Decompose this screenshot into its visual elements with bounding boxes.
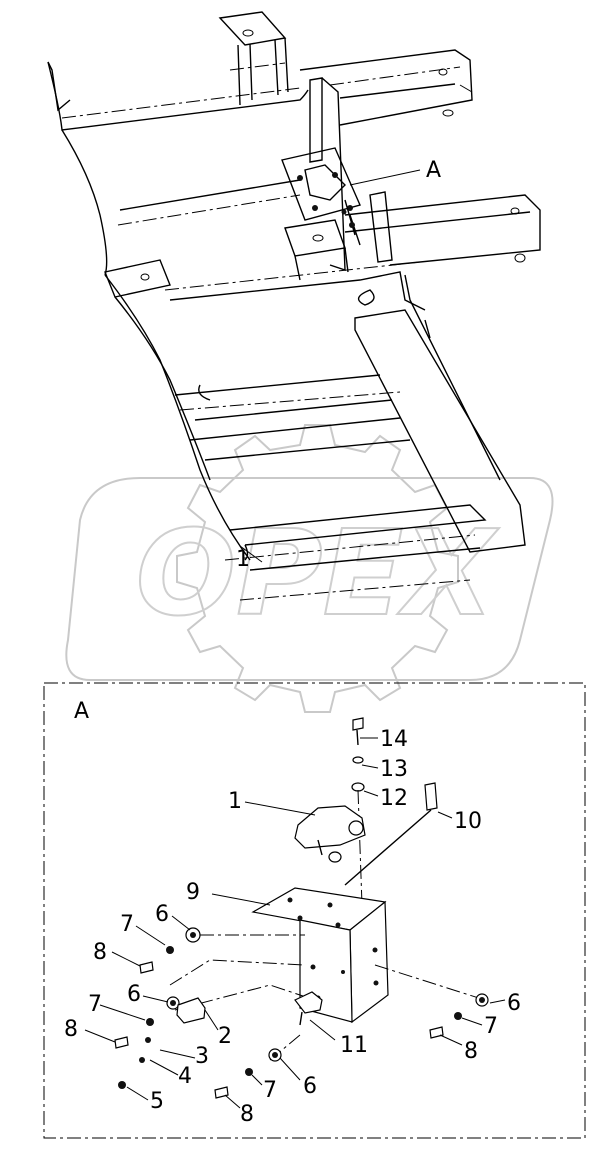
part-label-14: 12 [380, 786, 408, 811]
frame-assembly [47, 11, 541, 601]
part-label-6b: 6 [127, 982, 141, 1007]
part-label-2: 2 [218, 1024, 232, 1049]
part-label-7b: 7 [88, 992, 102, 1017]
part-labels: 14 13 12 1 10 9 6 7 8 6 7 8 2 3 4 5 11 6… [64, 727, 521, 1127]
part-label-8d: 8 [464, 1039, 478, 1064]
detail-A-label: A [74, 699, 89, 724]
part-label-5: 5 [150, 1089, 164, 1114]
leader-lines [84, 737, 506, 1109]
part-label-7a: 7 [120, 912, 134, 937]
part-label-6d: 6 [507, 991, 521, 1016]
part-label-7c: 7 [263, 1078, 277, 1103]
watermark-logo-plate [65, 477, 554, 681]
detail-parts [114, 717, 489, 1099]
part-label-6c: 6 [303, 1074, 317, 1099]
watermark-gear [176, 424, 459, 713]
part-label-1: 1 [228, 789, 242, 814]
part-label-8b: 8 [64, 1017, 78, 1042]
watermark-text: OPEX [136, 504, 499, 642]
part-label-11: 11 [340, 1033, 368, 1058]
detail-A-frame [43, 682, 586, 1139]
part-label-8a: 8 [93, 940, 107, 965]
leader-frame-1 [239, 545, 263, 563]
part-label-13: 13 [380, 757, 408, 782]
part-label-7d: 7 [484, 1014, 498, 1039]
frame-part-label: 1 [236, 547, 250, 572]
part-label-9: 9 [186, 880, 200, 905]
mounted-bracket-callout [281, 147, 421, 246]
part-label-4: 4 [178, 1064, 192, 1089]
part-label-12: 14 [380, 727, 408, 752]
part-label-10: 10 [454, 809, 482, 834]
part-label-3: 3 [195, 1044, 209, 1069]
part-label-6a: 6 [155, 902, 169, 927]
watermark: OPEX [65, 424, 554, 713]
callout-A-label: A [426, 158, 441, 183]
part-label-8c: 8 [240, 1102, 254, 1127]
